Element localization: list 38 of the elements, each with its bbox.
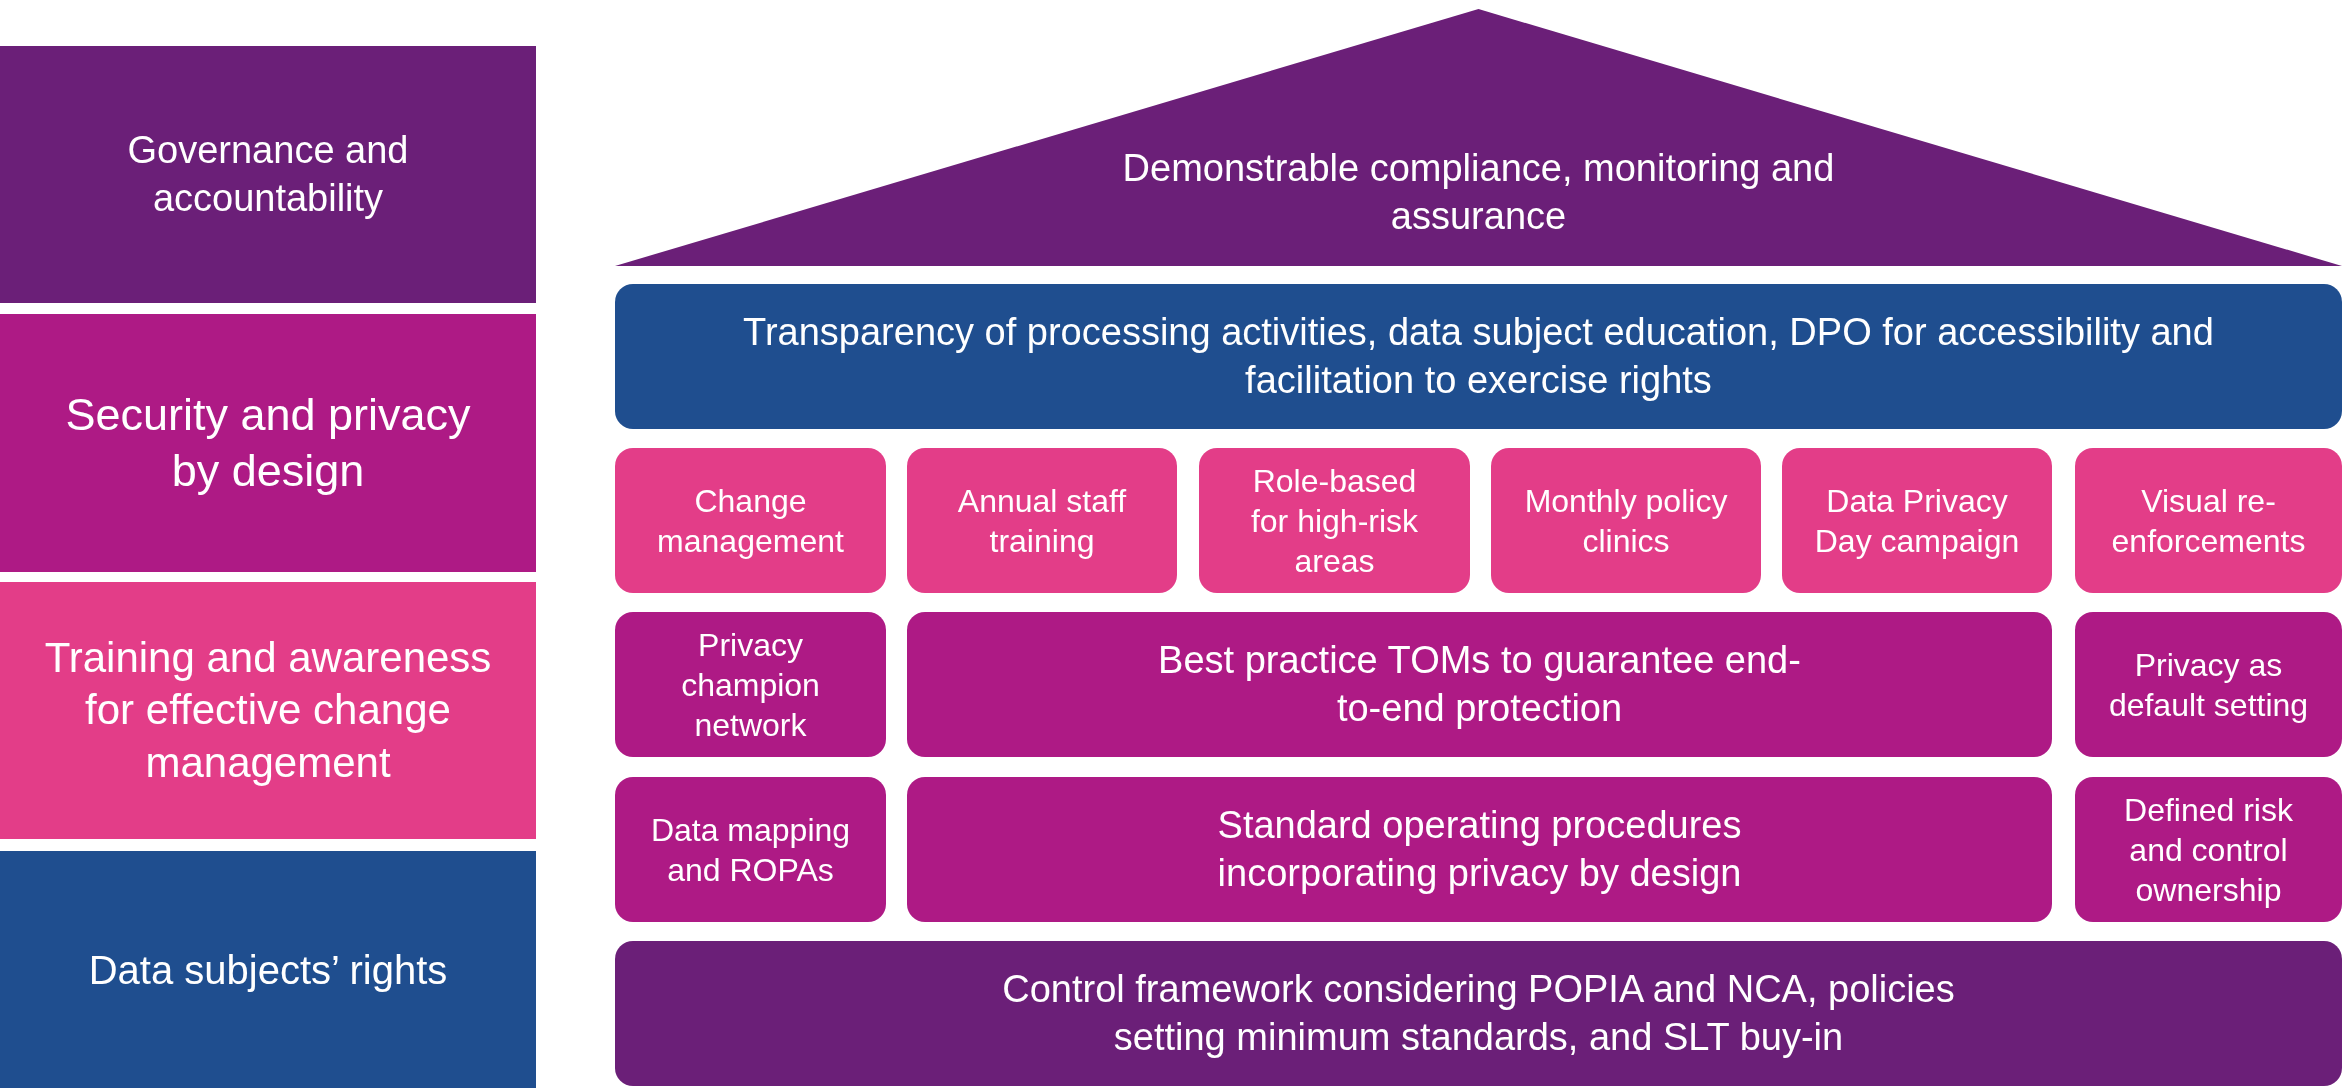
house-block <box>907 777 2052 922</box>
house-block <box>907 448 1177 593</box>
house-block <box>2075 612 2342 757</box>
box-text: Data mapping and ROPAs <box>649 810 852 890</box>
box-text: Privacy champion network <box>680 625 821 745</box>
house-block <box>907 612 2052 757</box>
box-text: Standard operating procedures incorporating privacy by design <box>1216 803 1743 896</box>
house-block <box>1491 448 1761 593</box>
box-text: Monthly policy clinics <box>1523 481 1729 561</box>
box-text: Annual staff training <box>956 481 1128 561</box>
box-text: Training and awareness for effective change management <box>43 632 493 788</box>
house-block <box>1782 448 2052 593</box>
box-text: Transparency of processing activities, data subject education, DPO for accessibility and facilitation to exercise rights <box>742 310 2215 403</box>
box-text: Role-based for high-risk areas <box>1249 461 1420 581</box>
box-text: Data subjects’ rights <box>88 946 448 994</box>
house-block <box>2075 448 2342 593</box>
pillar-label <box>0 582 536 839</box>
house-block <box>615 448 886 593</box>
house-block <box>2075 777 2342 922</box>
box-text: Demonstrable compliance, monitoring and assurance <box>1121 146 1836 239</box>
box-text: Defined risk and control ownership <box>2123 790 2294 910</box>
roof-triangle <box>615 9 2342 266</box>
box-text: Visual re-enforcements <box>2110 481 2307 561</box>
box-text: Privacy as default setting <box>2107 645 2310 725</box>
house-block <box>615 612 886 757</box>
pillar-label <box>0 46 536 303</box>
pillar-label <box>0 851 536 1088</box>
house-block <box>1199 448 1470 593</box>
box-text: Security and privacy by design <box>64 387 472 498</box>
pillar-label <box>0 314 536 572</box>
house-block <box>615 777 886 922</box>
box-text: Governance and accountability <box>126 128 410 221</box>
box-text: Data Privacy Day campaign <box>1813 481 2021 561</box>
box-text: Best practice TOMs to guarantee end-to-end protection <box>1157 638 1802 731</box>
box-text: Change management <box>656 481 845 561</box>
house-bar <box>615 941 2342 1086</box>
house-bar <box>615 284 2342 429</box>
box-text: Control framework considering POPIA and NCA, policies setting minimum standards, and SLT buy-in <box>1001 967 1956 1060</box>
